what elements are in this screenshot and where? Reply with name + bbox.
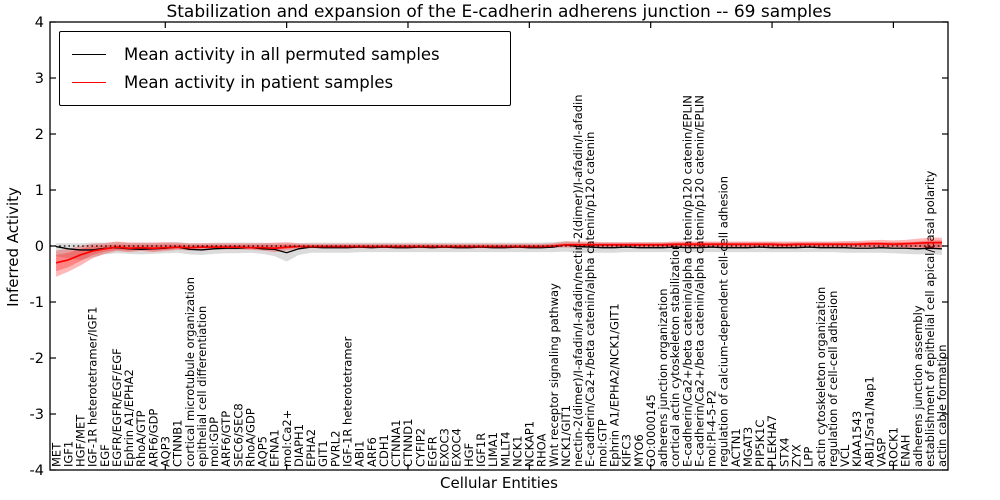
x-tick-label: ACTN1 — [729, 428, 743, 467]
x-tick-label: adherens junction organization — [656, 289, 670, 467]
x-tick-label: mol:GDP — [207, 417, 221, 467]
x-tick-label: AQP3 — [158, 436, 172, 467]
x-tick-label: ZYX — [790, 444, 804, 467]
x-tick-label: VASP — [874, 438, 888, 467]
x-tick-label: ROCK1 — [887, 427, 901, 467]
x-tick-label: RhoA/GTP — [134, 410, 148, 467]
x-tick-label: E-cadherin/Ca2+/beta catenin/alpha caten… — [583, 132, 597, 467]
y-tick-label: 2 — [35, 127, 44, 143]
y-tick-label: 4 — [35, 15, 44, 31]
x-tick-label: MGAT3 — [741, 427, 755, 467]
x-tick-label: ENAH — [899, 435, 913, 467]
x-tick-label: KIAA1543 — [850, 411, 864, 467]
x-tick-label: IGF1 — [61, 441, 75, 467]
x-tick-label: EXOC4 — [450, 428, 464, 467]
x-tick-label: NCKAP1 — [523, 421, 537, 467]
x-tick-label: EPHA2 — [304, 429, 318, 467]
legend-label: Mean activity in all permuted samples — [124, 44, 440, 64]
x-tick-label: mol:Ca2+ — [280, 410, 294, 467]
x-tick-label: STX4 — [777, 437, 791, 467]
x-tick-label: IGF-1R heterotetramer — [341, 336, 355, 467]
x-tick-label: MYO6 — [632, 434, 646, 467]
x-tick-label: RhoA/GDP — [243, 408, 257, 467]
x-tick-label: mol:GTP — [595, 419, 609, 467]
permuted-mean-line — [55, 244, 942, 254]
x-tick-label: epithelial cell differentiation — [195, 306, 209, 467]
x-tick-label: IGF1R — [474, 433, 488, 467]
x-tick-label: EGFR/EGFR/EGF/EGF — [110, 348, 124, 467]
x-tick-label: mol:PI-4-5-P2 — [705, 390, 719, 467]
y-tick-label: -2 — [30, 351, 44, 367]
x-tick-label: DIAPH1 — [292, 424, 306, 467]
x-tick-label: Ephrin A1/EPHA2/NCK1/GIT1 — [607, 303, 621, 467]
x-tick-label: actin cable formation — [935, 344, 949, 467]
x-tick-label: establishment of epithelial cell apical/… — [923, 171, 937, 467]
x-tick-label: cortical microtubule organization — [183, 277, 197, 467]
permuted-band — [56, 240, 942, 262]
x-tick-label: NCK1/GIT1 — [559, 405, 573, 467]
chart-title: Stabilization and expansion of the E-cad… — [166, 2, 832, 22]
x-tick-label: cortical actin cytoskeleton stabilizatio… — [668, 243, 682, 467]
x-tick-label: AQP5 — [256, 436, 270, 467]
x-tick-label: regulation of calcium-dependent cell-cel… — [717, 176, 731, 467]
x-tick-label: CTNNA1 — [389, 420, 403, 467]
y-tick-label: -4 — [30, 463, 44, 479]
x-tick-label: Ephrin A1/EPHA2 — [122, 369, 136, 467]
legend-line-sample-red — [72, 81, 106, 83]
x-axis-label: Cellular Entities — [440, 474, 558, 492]
x-tick-label: PIP5K1C — [753, 420, 767, 467]
x-tick-label: HGF — [462, 443, 476, 467]
y-tick-label: -1 — [30, 295, 44, 311]
legend: Mean activity in all permuted samples Me… — [59, 31, 511, 106]
x-tick-label: PLEKHA7 — [765, 415, 779, 467]
x-tick-label: regulation of cell-cell adhesion — [826, 291, 840, 467]
x-tick-label: PVRL2 — [328, 430, 342, 467]
x-tick-label: CDH1 — [377, 434, 391, 467]
x-tick-label: E-cadherin/Ca2+/beta catenin/alpha caten… — [692, 95, 706, 467]
x-tick-label: EXOC3 — [438, 428, 452, 467]
legend-label: Mean activity in patient samples — [124, 72, 394, 92]
x-tick-label: CYFIP2 — [413, 428, 427, 467]
x-tick-label: ABI1 — [353, 441, 367, 467]
x-tick-label: VCL — [838, 444, 852, 467]
x-tick-label: ARF6/GTP — [219, 411, 233, 467]
x-tick-label: actin cytoskeleton organization — [814, 287, 828, 467]
x-tick-label: Wnt receptor signaling pathway — [547, 283, 561, 467]
x-tick-label: RHOA — [535, 434, 549, 467]
x-tick-label: E-cadherin/Ca2+/beta catenin/alpha caten… — [680, 95, 694, 467]
x-tick-label: ABI1/Sra1/Nap1 — [862, 376, 876, 467]
x-tick-label: GIT1 — [316, 440, 330, 467]
legend-line-sample-black — [72, 53, 106, 55]
x-tick-label: CTNNB1 — [171, 420, 185, 467]
x-tick-label: ARF6/GDP — [146, 409, 160, 467]
x-tick-label: HGF/MET — [74, 414, 88, 467]
x-tick-label: EFNA1 — [268, 429, 282, 467]
x-tick-label: LIMA1 — [486, 432, 500, 467]
x-tick-label: LPP — [802, 447, 816, 467]
y-tick-label: -3 — [30, 407, 44, 423]
x-tick-label: CTNND1 — [401, 419, 415, 467]
patient-mean-line — [55, 241, 942, 264]
x-tick-label: adherens junction assembly — [911, 305, 925, 467]
x-tick-label: SEC6/SEC8 — [231, 403, 245, 467]
legend-item-patient: Mean activity in patient samples — [72, 68, 500, 96]
x-tick-label: MLLT4 — [498, 432, 512, 468]
legend-item-permuted: Mean activity in all permuted samples — [72, 40, 500, 68]
x-tick-label: EGFR — [425, 436, 439, 467]
y-axis-label: Inferred Activity — [4, 187, 22, 307]
x-tick-label: nectin-2(dimer)/I-afadin/I-afadin/nectin… — [571, 95, 585, 467]
x-tick-label: GO:0000145 — [644, 394, 658, 467]
y-tick-label: 3 — [35, 71, 44, 87]
y-tick-label: 0 — [35, 239, 44, 255]
x-tick-label: ARF6 — [365, 437, 379, 467]
x-tick-label: KIFC3 — [620, 434, 634, 467]
x-tick-label: EGF — [98, 444, 112, 467]
x-tick-label: NCK1 — [510, 436, 524, 468]
y-tick-label: 1 — [35, 183, 44, 199]
x-tick-label: IGF-1R heterotetramer/IGF1 — [86, 307, 100, 467]
x-tick-label: MET — [49, 442, 63, 467]
